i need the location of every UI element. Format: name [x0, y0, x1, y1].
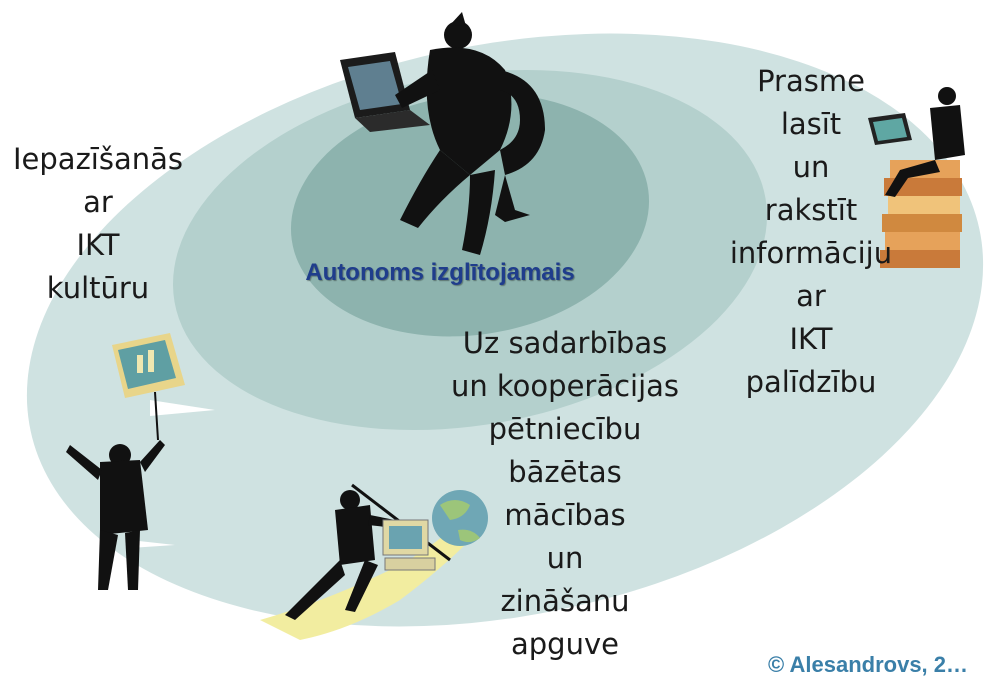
- text-line: lasīt: [780, 107, 842, 141]
- text-line: IKT: [789, 322, 833, 356]
- text-line: palīdzību: [745, 365, 877, 399]
- text-line: ar: [83, 185, 113, 219]
- text-line: apguve: [511, 627, 619, 661]
- copyright-text: © Alesandrovs, 2…: [768, 652, 969, 677]
- swoosh-decoration: [150, 400, 215, 416]
- center-label: Autonoms izglītojamais: [305, 259, 575, 286]
- text-line: Uz sadarbības: [462, 326, 668, 360]
- text-line: bāzētas: [508, 455, 622, 489]
- person-at-laptop-icon: [340, 12, 545, 255]
- text-line: informāciju: [729, 236, 893, 270]
- text-line: zināšanu: [500, 584, 630, 618]
- bottom-text-block: Uz sadarbības un kooperācijas pētniecību…: [440, 322, 690, 666]
- text-line: mācības: [504, 498, 626, 532]
- person-on-books-icon: [868, 87, 965, 268]
- text-line: un: [792, 150, 830, 184]
- text-line: un kooperācijas: [450, 369, 680, 403]
- swoosh-decoration: [130, 540, 175, 548]
- text-line: Prasme: [757, 64, 865, 98]
- person-with-pole-icon: [285, 483, 451, 620]
- text-line: pētniecību: [488, 412, 642, 446]
- person-with-screen-icon: [66, 333, 185, 590]
- left-text-block: Iepazīšanās ar IKT kultūru: [8, 138, 188, 310]
- text-line: ar: [796, 279, 826, 313]
- text-line: rakstīt: [764, 193, 858, 227]
- text-line: Iepazīšanās: [13, 142, 183, 176]
- text-line: un: [546, 541, 584, 575]
- computer-icon: [382, 519, 436, 571]
- right-text-block: Prasme lasīt un rakstīt informāciju ar I…: [716, 60, 906, 404]
- text-line: IKT: [76, 228, 120, 262]
- globe-icon: [432, 490, 488, 546]
- text-line: kultūru: [46, 271, 150, 305]
